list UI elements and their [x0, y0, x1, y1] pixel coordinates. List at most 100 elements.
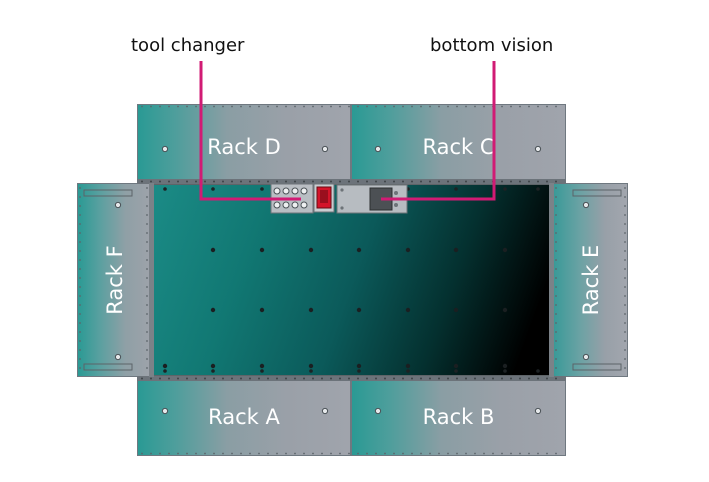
bottom-vision-callout-line [381, 61, 496, 201]
screw [186, 105, 188, 108]
screw [501, 377, 503, 380]
screw [348, 105, 350, 108]
screw [222, 180, 224, 183]
screw [375, 452, 377, 455]
screw [141, 180, 143, 183]
screw [276, 180, 278, 183]
screw [159, 452, 161, 455]
screw [555, 452, 557, 455]
screw [447, 105, 449, 108]
right-rail [549, 183, 554, 377]
screw [375, 377, 377, 380]
screw [519, 377, 521, 380]
screw [213, 377, 215, 380]
screw [453, 247, 459, 253]
screw [146, 313, 148, 315]
screw [168, 377, 170, 380]
rack-c-label: Rack C [422, 135, 495, 159]
screw [348, 180, 350, 183]
screw [276, 377, 278, 380]
screw [474, 452, 476, 455]
screw [356, 307, 362, 313]
screw [240, 452, 242, 455]
rack-a-label: Rack A [208, 405, 280, 429]
screw [393, 180, 395, 183]
screw [582, 353, 590, 361]
screw [146, 268, 148, 270]
screw [195, 105, 197, 108]
screw [483, 377, 485, 380]
screw [163, 369, 167, 373]
screw [339, 377, 341, 380]
screw [231, 180, 233, 183]
screw [502, 307, 508, 313]
screw [624, 295, 626, 297]
screw [146, 241, 148, 243]
screw [528, 180, 530, 183]
screw [159, 105, 161, 108]
screw [384, 105, 386, 108]
screw [308, 247, 314, 253]
screw [411, 452, 413, 455]
rack-d: Rack D [137, 104, 351, 181]
screw [177, 180, 179, 183]
rack-d-label: Rack D [207, 135, 281, 159]
screw [402, 377, 404, 380]
screw [213, 180, 215, 183]
screw [474, 377, 476, 380]
screw [79, 340, 81, 342]
screw [249, 105, 251, 108]
screw [555, 187, 557, 189]
screw [465, 180, 467, 183]
screw [79, 304, 81, 306]
screw [624, 340, 626, 342]
screw [168, 452, 170, 455]
screw [204, 180, 206, 183]
screw [258, 452, 260, 455]
screw [211, 187, 215, 191]
screw [402, 180, 404, 183]
screw [374, 145, 382, 153]
screw [465, 105, 467, 108]
screw [483, 105, 485, 108]
screw [420, 377, 422, 380]
screw [168, 105, 170, 108]
screw [146, 331, 148, 333]
screw [555, 322, 557, 324]
screw [393, 105, 395, 108]
screw [141, 452, 143, 455]
screw [79, 259, 81, 261]
screw [258, 180, 260, 183]
screw [303, 105, 305, 108]
screw [483, 180, 485, 183]
screw [146, 295, 148, 297]
screw [405, 363, 411, 369]
screw [330, 377, 332, 380]
screw [453, 363, 459, 369]
screw [159, 180, 161, 183]
screw [357, 377, 359, 380]
screw [492, 452, 494, 455]
screw [79, 268, 81, 270]
rack-b: Rack B [351, 379, 566, 456]
screw [186, 377, 188, 380]
screw [146, 250, 148, 252]
screw [309, 369, 313, 373]
screw [546, 377, 548, 380]
screw [429, 452, 431, 455]
screw [231, 105, 233, 108]
screw [356, 247, 362, 253]
screw [534, 407, 542, 415]
screw [624, 286, 626, 288]
screw [453, 307, 459, 313]
screw [510, 180, 512, 183]
screw [294, 452, 296, 455]
screw [555, 205, 557, 207]
rail-rivets [79, 105, 626, 455]
screw [555, 232, 557, 234]
screw [555, 268, 557, 270]
screw [502, 247, 508, 253]
screw [510, 452, 512, 455]
screw [555, 277, 557, 279]
